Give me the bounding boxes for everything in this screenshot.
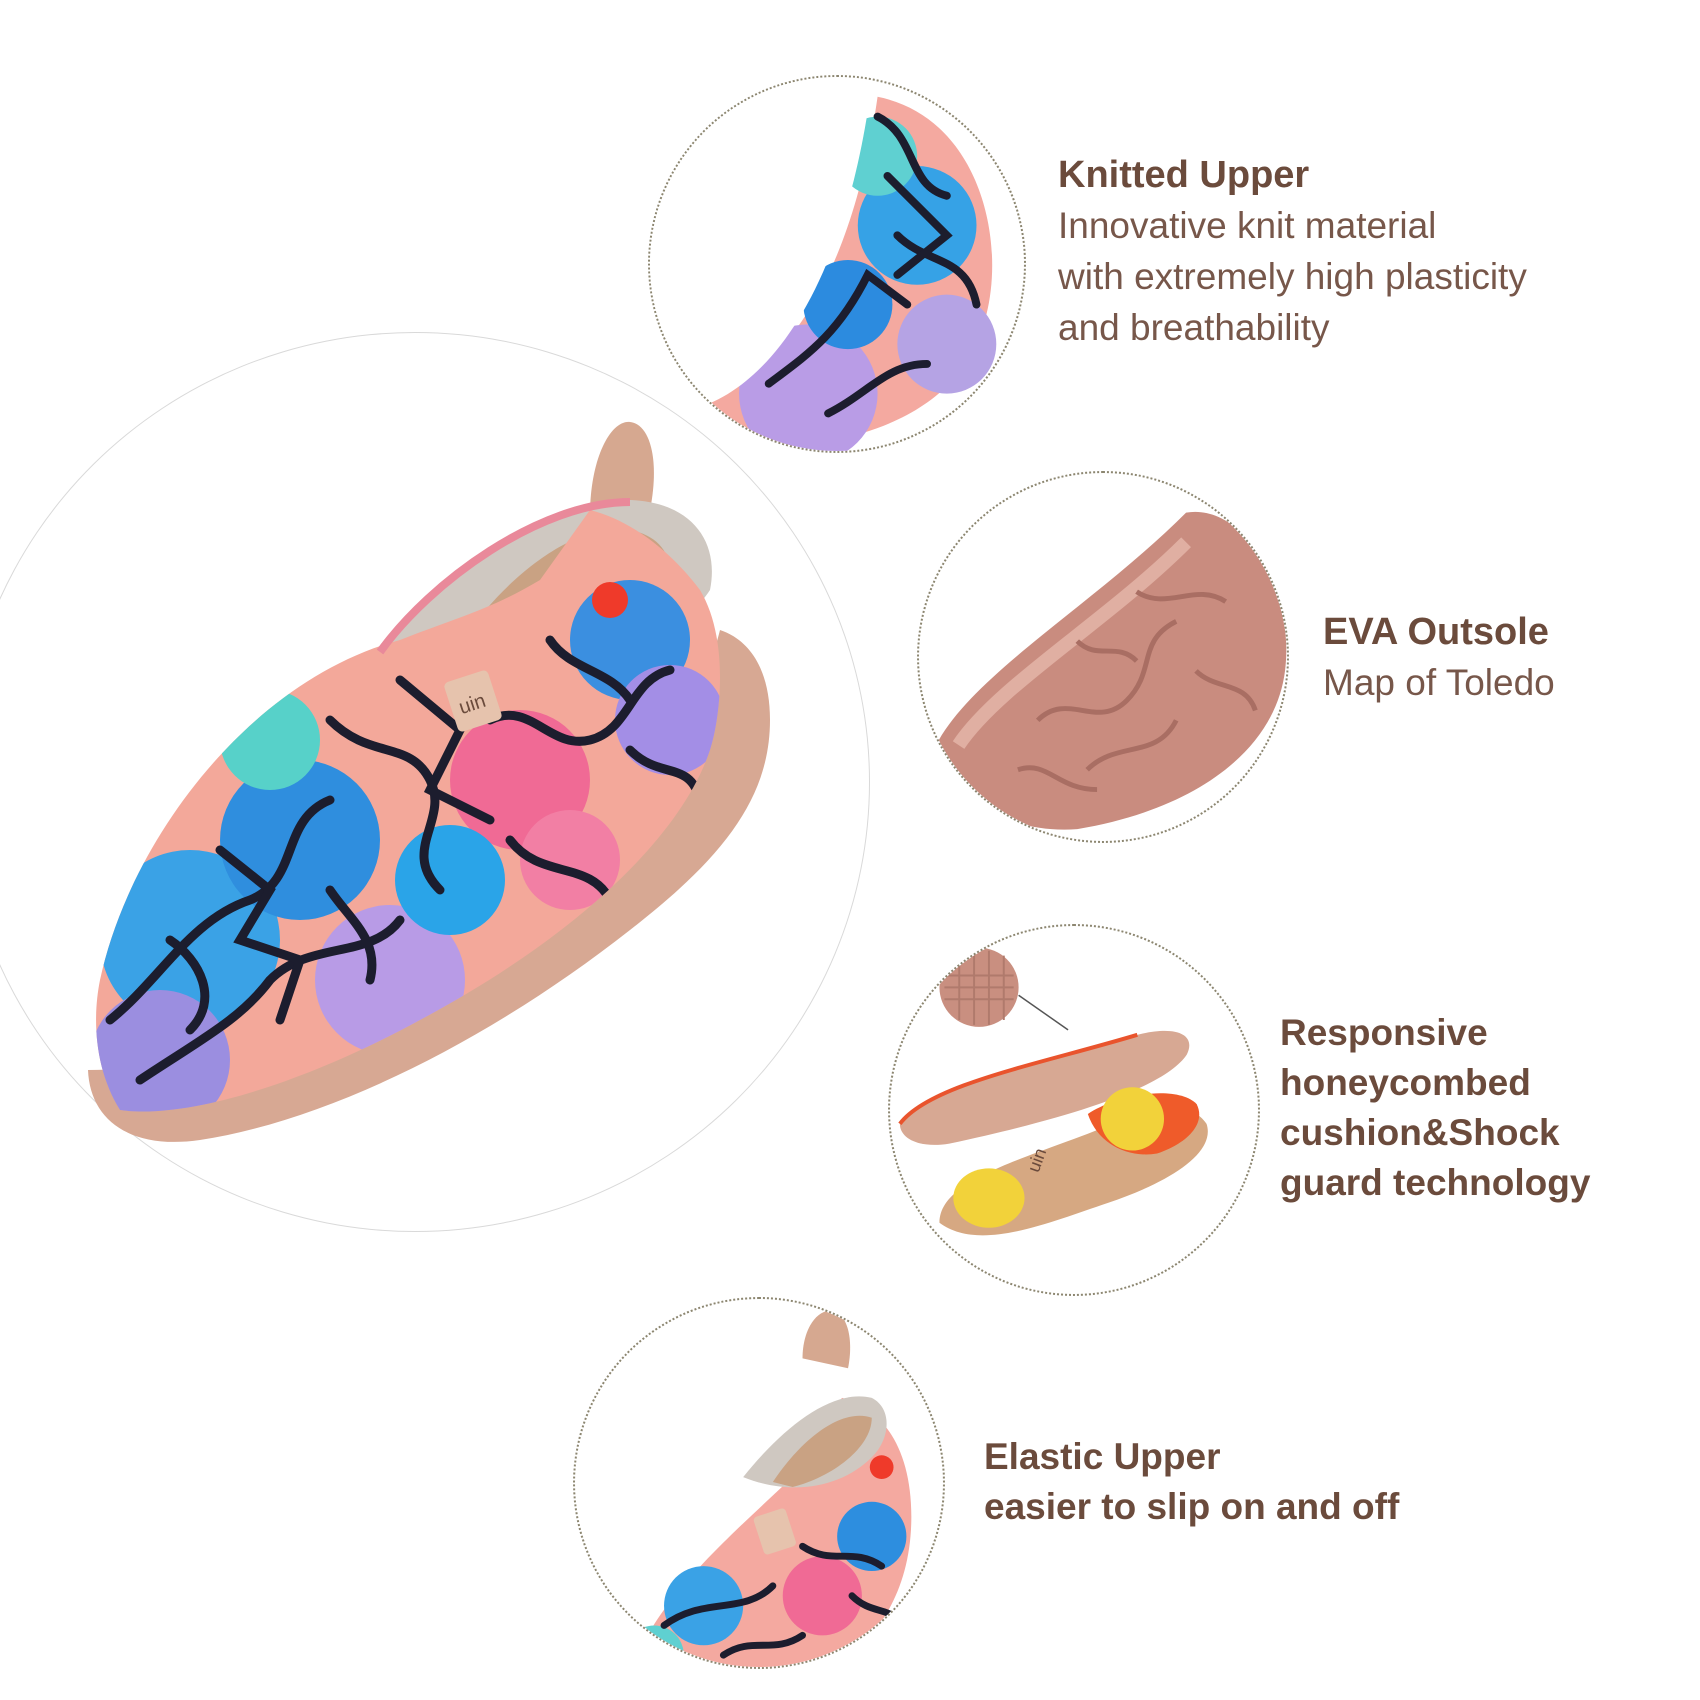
feature-title-line: guard technology — [1280, 1162, 1591, 1203]
feature-title-line: honeycombed — [1280, 1062, 1531, 1103]
main-shoe-image: uin — [70, 420, 790, 1170]
feature-title: EVA Outsole — [1323, 611, 1549, 653]
main-product-circle — [0, 332, 870, 1232]
feature-knitted-upper: Knitted Upper Innovative knit material w… — [1058, 150, 1527, 353]
feature-desc-line: Map of Toledo — [1323, 662, 1555, 703]
feature-desc-line: and breathability — [1058, 307, 1330, 348]
outsole-detail-circle — [917, 471, 1289, 843]
feature-desc-line: with extremely high plasticity — [1058, 256, 1527, 297]
feature-elastic-upper: Elastic Upper easier to slip on and off — [984, 1432, 1399, 1532]
knit-detail-circle — [648, 75, 1026, 453]
feature-desc-line: Innovative knit material — [1058, 205, 1437, 246]
feature-title: Elastic Upper — [984, 1436, 1221, 1477]
feature-title: Knitted Upper — [1058, 154, 1310, 196]
feature-cushion: Responsive honeycombed cushion&Shock gua… — [1280, 1008, 1590, 1208]
feature-title-line: Responsive — [1280, 1012, 1488, 1053]
feature-desc: easier to slip on and off — [984, 1486, 1400, 1527]
insole-detail-circle: uin — [888, 924, 1260, 1296]
feature-eva-outsole: EVA Outsole Map of Toledo — [1323, 607, 1555, 708]
feature-title-line: cushion&Shock — [1280, 1112, 1560, 1153]
elastic-upper-circle — [573, 1297, 945, 1669]
